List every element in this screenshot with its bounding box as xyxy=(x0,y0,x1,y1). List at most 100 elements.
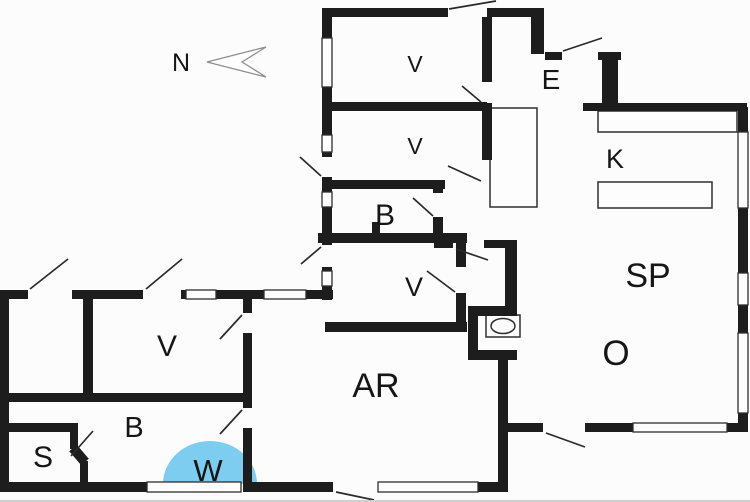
wall-segment xyxy=(468,306,478,358)
door-swings xyxy=(29,0,603,500)
walls xyxy=(0,8,748,492)
fixtures xyxy=(485,107,738,338)
wall-segment xyxy=(243,428,252,482)
wall-segment xyxy=(0,290,28,299)
wall-segment xyxy=(487,8,540,17)
wall-segment xyxy=(545,52,562,60)
door-swing xyxy=(448,0,497,10)
room-label-v3: V xyxy=(405,272,423,302)
room-label-k: K xyxy=(606,144,624,174)
wall-segment xyxy=(372,222,380,236)
wall-segment xyxy=(322,207,332,245)
kitchen-counter xyxy=(597,110,738,133)
wall-segment xyxy=(8,423,72,432)
compass: N xyxy=(172,46,267,78)
north-arrow-icon xyxy=(206,46,267,78)
wall-segment xyxy=(325,180,445,189)
wall-segment xyxy=(0,290,9,492)
wall-segment xyxy=(322,87,332,135)
window xyxy=(632,422,728,433)
window xyxy=(321,134,333,153)
wall-segment xyxy=(468,306,517,316)
wall-segment xyxy=(585,423,633,432)
door-swing xyxy=(412,197,434,217)
room-label-v1: V xyxy=(407,51,423,77)
wall-segment xyxy=(8,393,252,402)
window xyxy=(737,272,749,306)
room-labels: V V B E K V SP O AR V B S W xyxy=(33,51,671,488)
window xyxy=(146,481,242,493)
room-label-b2: B xyxy=(124,412,143,444)
wall-segment xyxy=(216,290,264,299)
wall-segment xyxy=(456,243,466,267)
wall-segment xyxy=(738,208,748,273)
wall-segment xyxy=(332,102,487,111)
wall-segment xyxy=(482,17,492,82)
fireplace-icon xyxy=(490,317,516,335)
wall-segment xyxy=(482,103,492,160)
wall-segment xyxy=(583,103,747,111)
door-swing xyxy=(335,491,375,500)
wall-segment xyxy=(498,423,543,432)
room-label-s: S xyxy=(33,441,53,474)
window xyxy=(321,270,333,287)
wall-segment xyxy=(498,352,508,492)
window xyxy=(737,131,749,209)
wall-segment xyxy=(484,240,517,248)
door-swing xyxy=(426,270,456,293)
door-swing xyxy=(455,248,489,261)
wall-segment xyxy=(69,444,89,466)
shower-area xyxy=(163,441,257,484)
wardrobe xyxy=(489,107,538,208)
wall-segment xyxy=(322,8,448,17)
door-swing xyxy=(447,165,482,182)
wall-segment xyxy=(738,413,748,432)
door-swing xyxy=(70,430,94,457)
door-swing xyxy=(29,258,69,290)
wall-segment xyxy=(243,295,252,313)
window xyxy=(263,289,307,300)
wall-segment xyxy=(80,461,88,482)
door-swing xyxy=(562,37,603,52)
door-swing xyxy=(219,409,243,435)
wall-segment xyxy=(531,8,544,54)
wall-segment xyxy=(433,217,443,243)
wall-segment xyxy=(738,107,748,132)
wall-segment xyxy=(505,240,517,308)
room-label-sp: SP xyxy=(625,257,670,295)
wall-segment xyxy=(0,482,147,492)
wall-segment xyxy=(322,152,332,157)
wall-segment xyxy=(433,180,443,193)
wall-segment xyxy=(306,290,333,299)
compass-label: N xyxy=(172,49,190,77)
room-label-v2: V xyxy=(407,133,423,159)
window xyxy=(185,289,217,300)
wall-segment xyxy=(456,293,466,332)
wall-segment xyxy=(478,482,508,492)
kitchen-counter xyxy=(597,181,713,209)
wall-segment xyxy=(243,333,252,408)
wall-segment xyxy=(70,423,78,449)
wall-segment xyxy=(322,267,332,271)
window xyxy=(737,332,749,414)
wall-segment xyxy=(727,423,748,432)
room-label-e: E xyxy=(542,64,561,95)
door-swing xyxy=(545,432,586,448)
wall-segment xyxy=(738,305,748,333)
door-swing xyxy=(461,85,482,103)
wall-segment xyxy=(434,240,453,248)
wall-segment xyxy=(602,52,618,110)
door-swing xyxy=(219,314,243,340)
room-label-v4: V xyxy=(157,330,177,363)
room-label-ar: AR xyxy=(352,367,399,405)
wall-segment xyxy=(243,482,333,492)
door-swing xyxy=(145,258,183,290)
door-swing xyxy=(299,156,322,177)
wall-segment xyxy=(325,322,467,332)
window xyxy=(321,37,333,88)
window xyxy=(377,481,479,493)
window xyxy=(321,191,333,208)
wall-segment xyxy=(322,8,332,38)
room-label-b1: B xyxy=(375,199,395,232)
